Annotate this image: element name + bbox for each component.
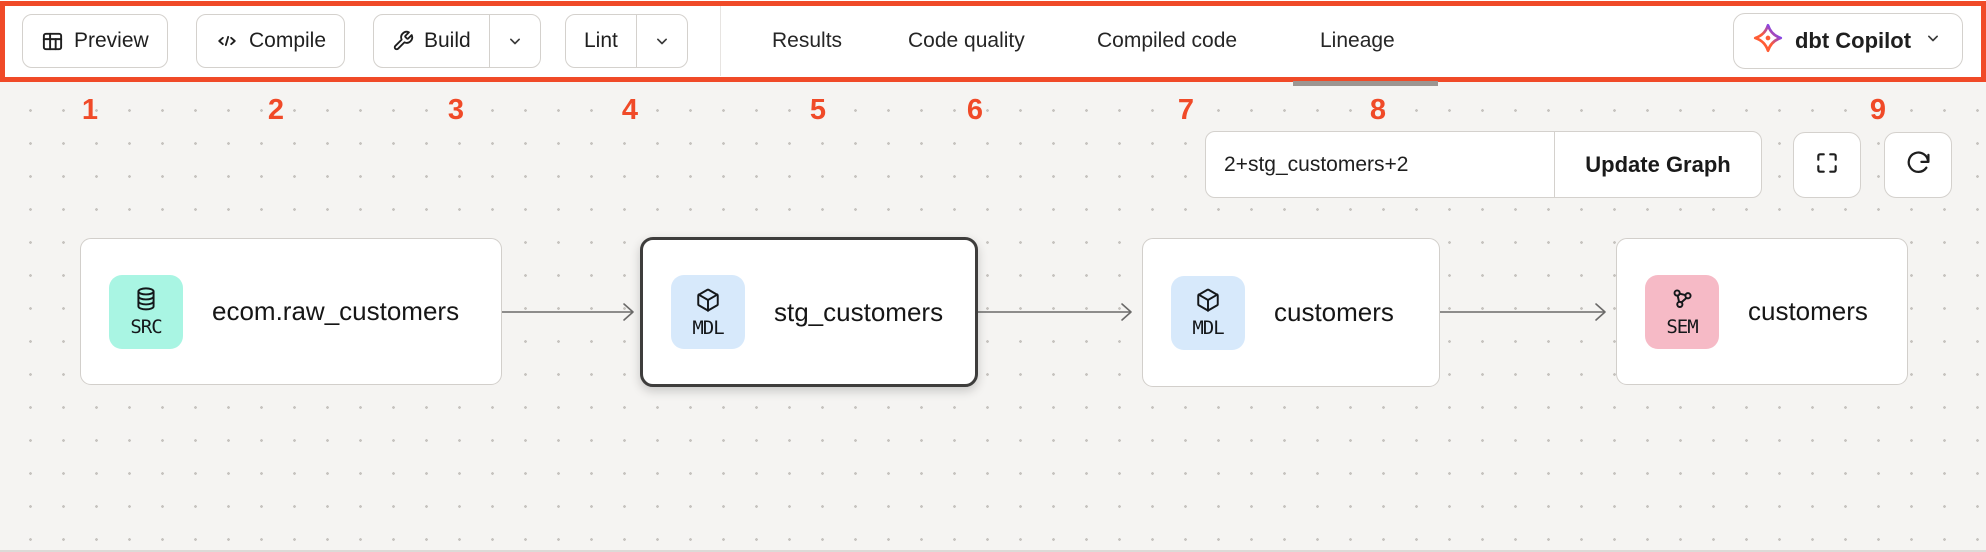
tab-lineage-label: Lineage xyxy=(1320,29,1395,52)
cube-icon xyxy=(1195,287,1221,318)
build-button-label: Build xyxy=(424,29,471,52)
badge-label: SEM xyxy=(1666,316,1698,338)
compile-button-content: Compile xyxy=(197,15,344,67)
semantic-model-badge: SEM xyxy=(1645,274,1719,349)
chevron-down-icon xyxy=(505,31,525,51)
dbt-copilot-button[interactable]: dbt Copilot xyxy=(1733,13,1963,69)
node-stg-customers[interactable]: MDL stg_customers xyxy=(640,237,978,387)
build-button[interactable]: Build xyxy=(374,15,489,67)
table-icon xyxy=(41,30,64,53)
dbt-logo-icon xyxy=(1753,23,1783,59)
annotation-number-6: 6 xyxy=(966,94,984,126)
lint-button[interactable]: Lint xyxy=(566,15,636,67)
node-customers-model[interactable]: MDL customers xyxy=(1142,238,1440,387)
node-label: customers xyxy=(1748,296,1868,326)
annotation-number-5: 5 xyxy=(809,94,827,126)
tab-code-quality-label: Code quality xyxy=(908,29,1025,52)
tab-compiled-code[interactable]: Compiled code xyxy=(1097,0,1237,82)
refresh-button[interactable] xyxy=(1884,132,1952,198)
fullscreen-icon xyxy=(1814,150,1840,181)
semantic-model-icon xyxy=(1669,286,1695,317)
update-graph-button[interactable]: Update Graph xyxy=(1555,132,1761,197)
node-label: ecom.raw_customers xyxy=(212,296,460,326)
node-label: stg_customers xyxy=(774,296,944,327)
tab-compiled-code-label: Compiled code xyxy=(1097,29,1238,52)
preview-button-content: Preview xyxy=(23,15,167,67)
build-dropdown-toggle[interactable] xyxy=(488,15,540,67)
dbt-copilot-label: dbt Copilot xyxy=(1794,28,1912,53)
chevron-down-icon xyxy=(652,31,672,51)
refresh-icon xyxy=(1905,149,1932,181)
node-customers-semantic[interactable]: SEM customers xyxy=(1616,238,1908,385)
fullscreen-button[interactable] xyxy=(1793,132,1861,198)
preview-button-label: Preview xyxy=(74,29,149,52)
source-badge: SRC xyxy=(109,274,183,349)
selector-input[interactable] xyxy=(1206,132,1554,197)
lint-button-label: Lint xyxy=(584,29,618,52)
build-split-button: Build xyxy=(373,14,541,68)
lint-dropdown-toggle[interactable] xyxy=(635,15,687,67)
badge-label: MDL xyxy=(692,316,724,339)
tab-code-quality[interactable]: Code quality xyxy=(908,0,1025,82)
annotation-number-9: 9 xyxy=(1869,94,1887,126)
chevron-down-icon xyxy=(1923,28,1943,54)
cube-icon xyxy=(695,287,721,318)
lineage-tab-underline xyxy=(1293,81,1438,86)
toolbar-divider xyxy=(720,6,721,76)
lineage-canvas[interactable]: 1 2 3 4 5 6 7 8 9 Update Graph xyxy=(0,82,1986,552)
annotation-number-8: 8 xyxy=(1369,94,1387,126)
update-graph-label: Update Graph xyxy=(1585,151,1731,177)
model-badge: MDL xyxy=(671,275,745,349)
annotation-number-3: 3 xyxy=(447,94,465,126)
annotation-number-7: 7 xyxy=(1177,94,1195,126)
compile-button-label: Compile xyxy=(249,29,327,52)
wrench-icon xyxy=(392,30,414,52)
code-icon xyxy=(215,30,239,52)
database-icon xyxy=(133,286,159,317)
selector-divider xyxy=(1553,132,1555,197)
editor-toolbar: Preview Compile Build xyxy=(0,0,1986,82)
annotation-number-4: 4 xyxy=(621,94,639,126)
annotation-number-2: 2 xyxy=(267,94,285,126)
preview-button[interactable]: Preview xyxy=(22,14,168,68)
tab-results-label: Results xyxy=(772,29,843,52)
tab-lineage[interactable]: Lineage xyxy=(1320,0,1395,82)
graph-selector-bar: Update Graph xyxy=(1205,131,1762,198)
annotation-number-1: 1 xyxy=(81,94,99,126)
node-label: customers xyxy=(1274,297,1394,327)
badge-label: SRC xyxy=(130,316,162,338)
node-ecom-raw-customers[interactable]: SRC ecom.raw_customers xyxy=(80,238,502,385)
badge-label: MDL xyxy=(1192,317,1224,339)
tab-results[interactable]: Results xyxy=(772,0,842,82)
compile-button[interactable]: Compile xyxy=(196,14,346,68)
model-badge: MDL xyxy=(1171,275,1245,350)
lint-split-button: Lint xyxy=(565,14,688,68)
